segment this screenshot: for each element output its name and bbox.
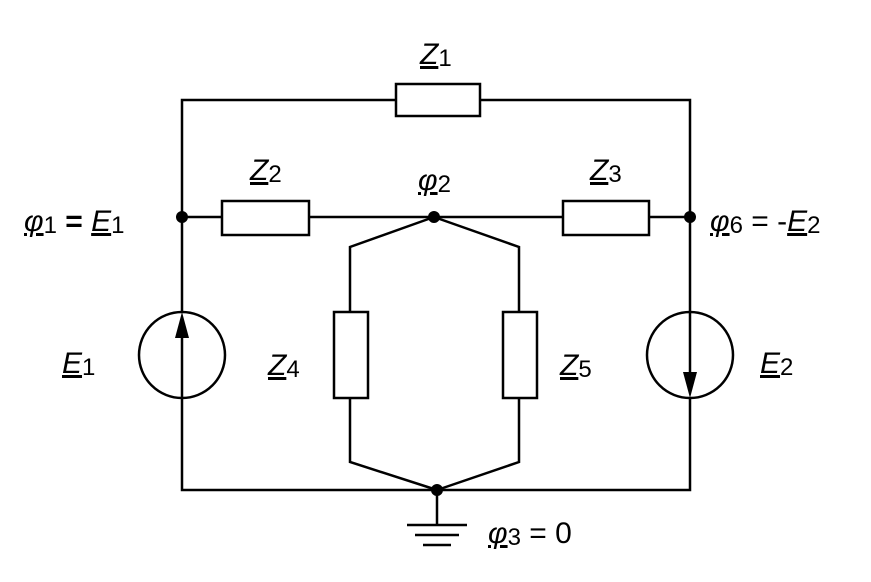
- label-phi6: φ6 = -E2: [710, 205, 821, 239]
- label-phi2: φ2: [418, 164, 451, 198]
- wire-z5-bottom: [436, 398, 521, 492]
- impedance-z3: [561, 199, 651, 237]
- impedance-z1: [394, 82, 482, 118]
- label-z3: Z3: [589, 154, 622, 188]
- wire-top-left: [180, 98, 396, 217]
- arrow-down-icon: [683, 372, 697, 398]
- wire-right-lower: [437, 398, 692, 492]
- impedance-z5: [501, 310, 539, 400]
- wires: [180, 98, 692, 525]
- ground-icon: [407, 523, 467, 547]
- node-phi2: [428, 211, 440, 223]
- label-z5: Z5: [559, 349, 592, 383]
- label-e2: E2: [760, 347, 793, 381]
- wire-z5-top: [433, 215, 521, 312]
- node-phi6: [684, 211, 696, 223]
- node-phi1: [176, 211, 188, 223]
- wire-top-right: [480, 98, 692, 217]
- wire-z4-bottom: [348, 398, 438, 492]
- label-phi3: φ3 = 0: [488, 517, 572, 551]
- node-phi3: [431, 484, 443, 496]
- impedance-z2: [220, 199, 311, 237]
- impedance-z4: [332, 310, 370, 400]
- label-z1: Z1: [419, 38, 452, 72]
- wire-left-lower: [180, 398, 437, 492]
- label-phi1: φ1 = E1: [24, 205, 125, 239]
- label-e1: E1: [62, 347, 95, 381]
- voltage-source-e1: [137, 310, 227, 400]
- label-z4: Z4: [267, 349, 300, 383]
- wire-z4-top: [348, 215, 435, 312]
- voltage-source-e2: [645, 310, 735, 400]
- label-z2: Z2: [249, 154, 282, 188]
- arrow-up-icon: [175, 312, 189, 338]
